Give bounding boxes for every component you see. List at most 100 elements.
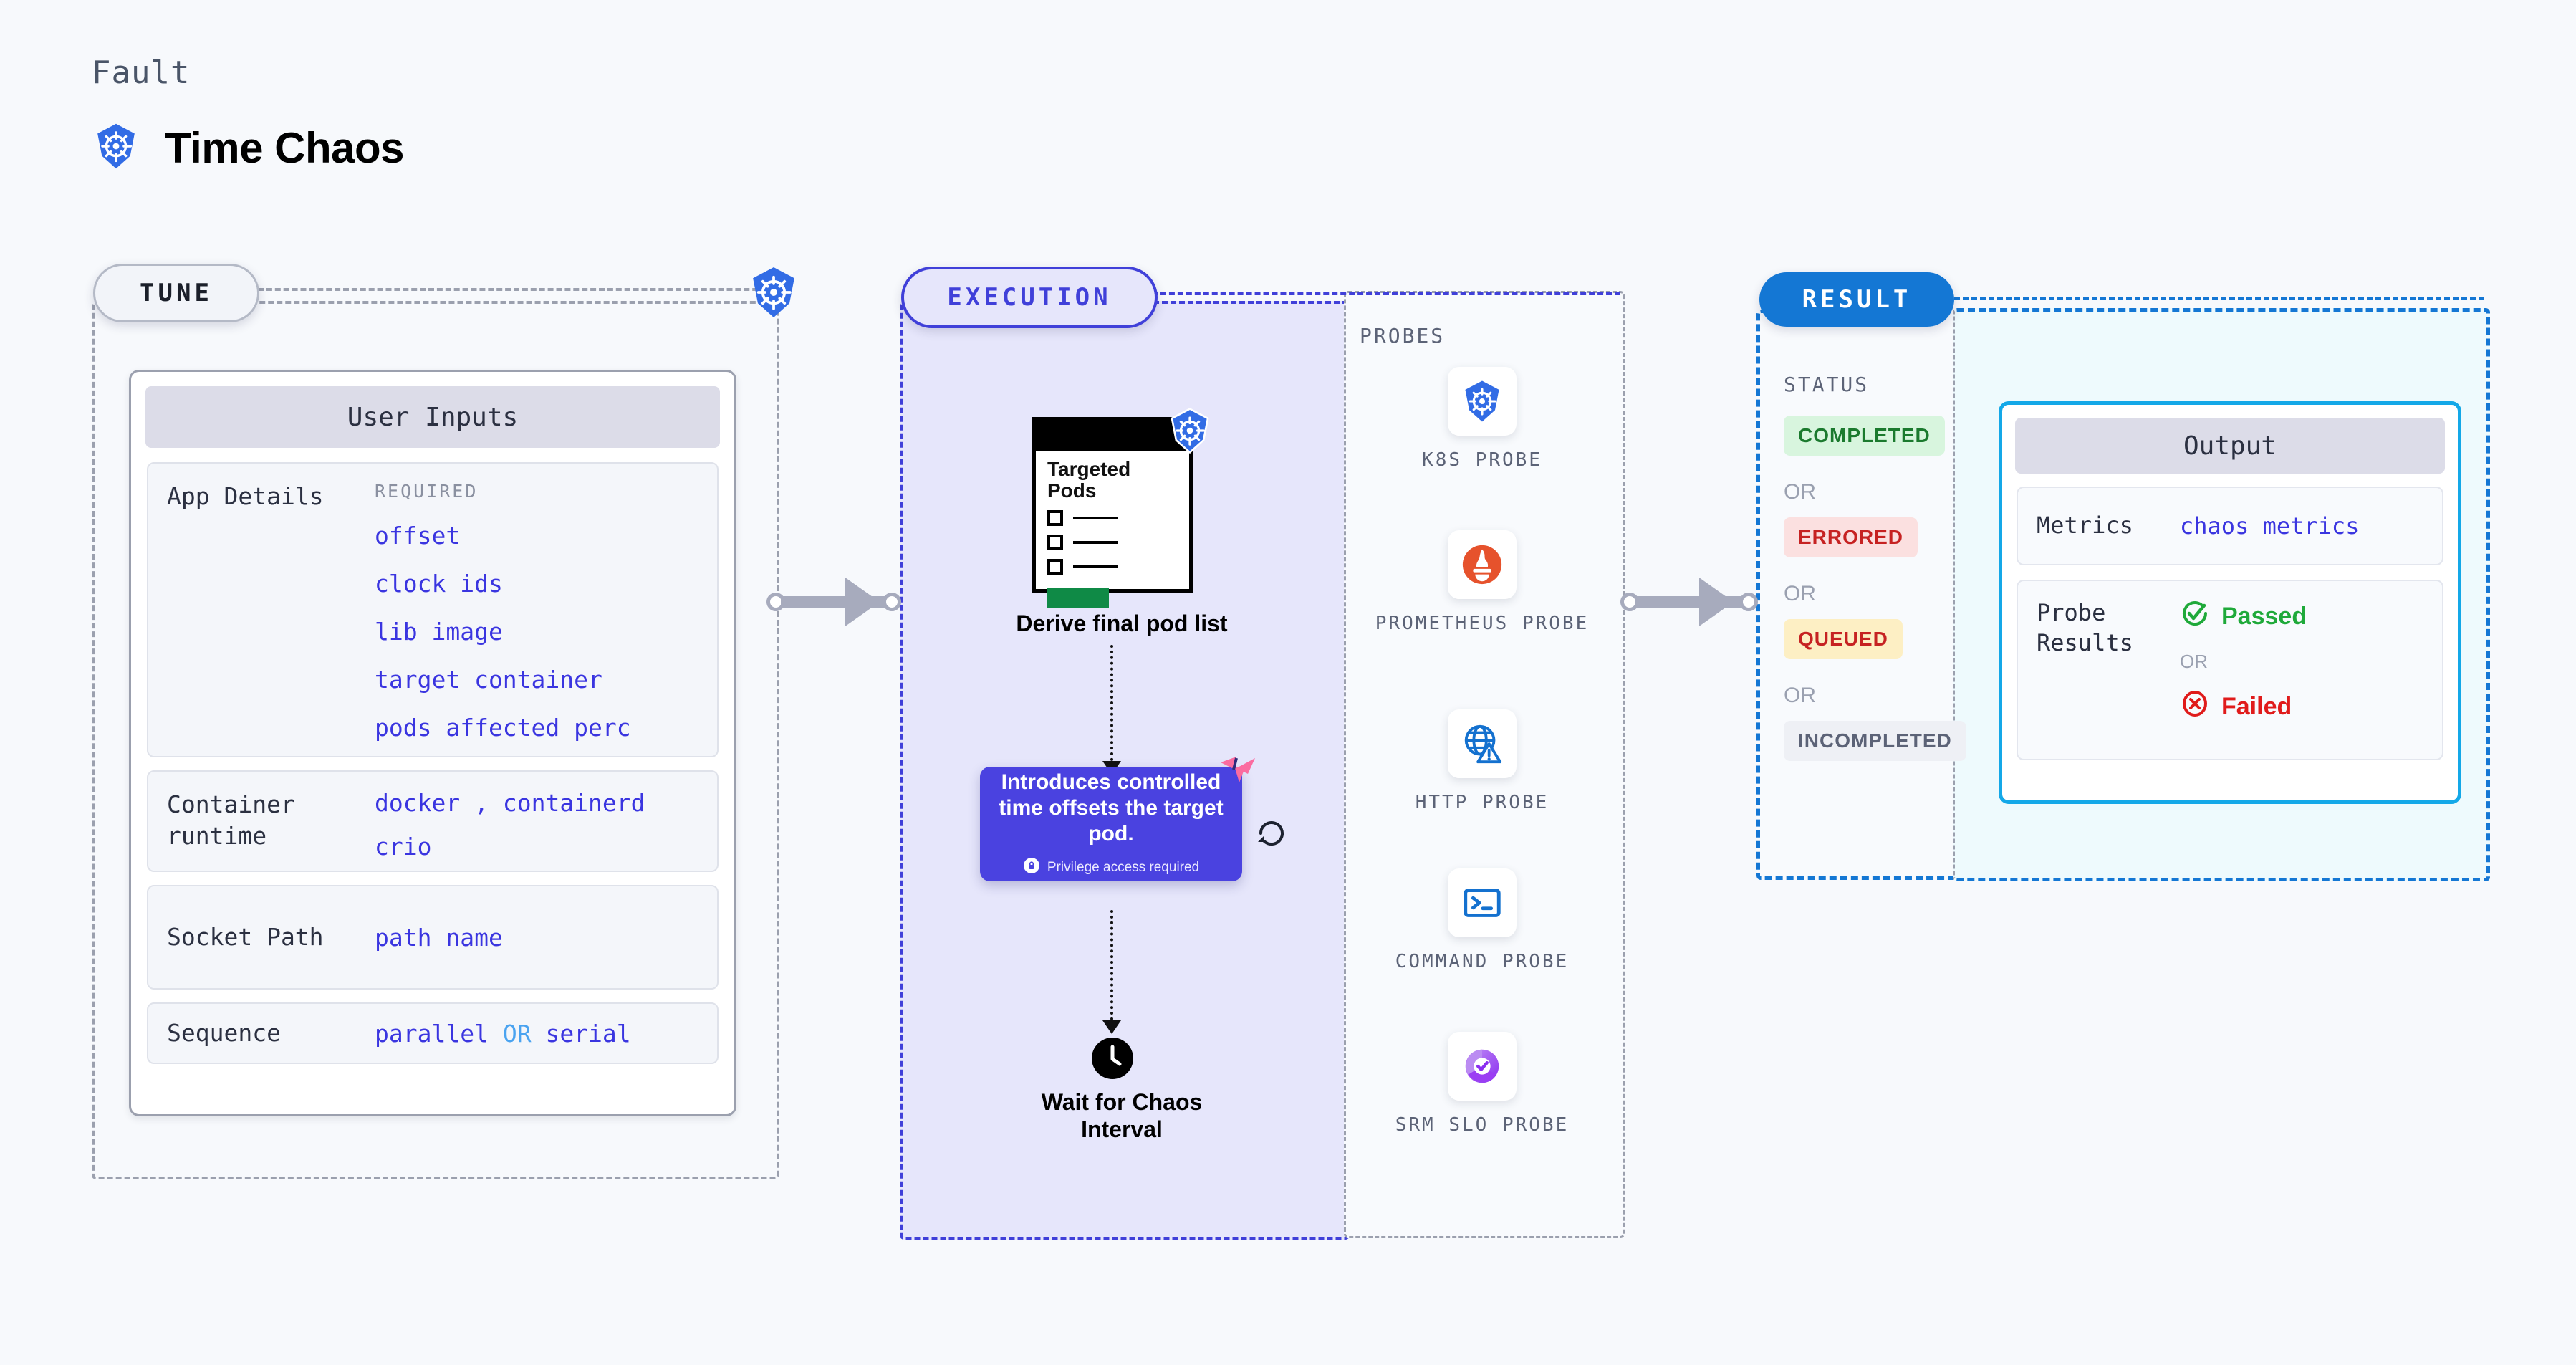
page-eyebrow: Fault xyxy=(92,54,191,91)
terminal-icon xyxy=(1448,868,1517,937)
lock-icon xyxy=(1023,857,1040,878)
or-label: OR xyxy=(2180,651,2208,672)
stage-pill-execution[interactable]: EXECUTION xyxy=(901,267,1158,328)
input-row-container-runtime[interactable]: Container runtime docker , containerd cr… xyxy=(147,770,719,872)
tune-leader-line xyxy=(258,288,775,291)
connector-arrowhead-1 xyxy=(845,578,880,626)
output-row-metrics[interactable]: Metrics chaos metrics xyxy=(2017,487,2443,565)
pods-list-item xyxy=(1047,535,1189,551)
probe-result-passed: Passed xyxy=(2180,598,2307,635)
page-title-row: Time Chaos xyxy=(92,122,405,173)
flow-connector-line xyxy=(1110,645,1113,767)
pods-card-header xyxy=(1036,421,1189,451)
input-row-label: Sequence xyxy=(167,1019,281,1048)
derive-pod-list-label: Derive final pod list xyxy=(1016,610,1228,636)
checkbox-icon xyxy=(1047,535,1063,551)
status-badge-queued: QUEUED xyxy=(1784,619,1903,659)
checkbox-icon xyxy=(1047,510,1063,527)
output-row-probe-results[interactable]: Probe Results Passed OR xyxy=(2017,580,2443,760)
output-card-title: Output xyxy=(2015,418,2445,474)
flow-connector-line xyxy=(1110,910,1113,1026)
input-value: offset xyxy=(375,522,461,550)
or-label: OR xyxy=(1784,684,1816,707)
input-value-line: parallel OR serial xyxy=(375,1019,631,1048)
connector-dot-right-2 xyxy=(1739,593,1758,611)
probe-item-http[interactable]: HTTP PROBE xyxy=(1344,709,1620,815)
probe-result-failed: Failed xyxy=(2180,689,2307,725)
output-row-label: Metrics xyxy=(2037,512,2133,540)
connector-arrowhead-2 xyxy=(1699,578,1734,626)
probe-label: COMMAND PROBE xyxy=(1395,951,1570,972)
probe-item-prometheus[interactable]: PROMETHEUS PROBE xyxy=(1344,530,1620,636)
targeted-pods-card: Targeted Pods xyxy=(1032,417,1193,608)
probe-item-srm-slo[interactable]: SRM SLO PROBE xyxy=(1344,1032,1620,1138)
status-title: STATUS xyxy=(1784,373,1870,396)
probe-result-label: Failed xyxy=(2221,693,2292,720)
pods-list-item xyxy=(1047,510,1189,527)
x-circle-icon xyxy=(2180,689,2210,725)
pods-list-item xyxy=(1047,559,1189,575)
result-leader-line xyxy=(1954,297,2484,300)
output-card: Output Metrics chaos metrics Probe Resul… xyxy=(1999,401,2461,804)
output-row-label: Probe Results xyxy=(2037,599,2133,656)
input-value: crio xyxy=(375,833,432,861)
checkbox-icon xyxy=(1047,559,1063,575)
output-row-value: chaos metrics xyxy=(2180,512,2360,540)
input-value: pods affected perc xyxy=(375,714,631,742)
line-placeholder xyxy=(1073,541,1118,545)
pods-card-title: Targeted Pods xyxy=(1047,458,1131,502)
page-title: Time Chaos xyxy=(165,123,405,172)
status-badge-errored: ERRORED xyxy=(1784,517,1918,557)
input-value-line: docker , containerd xyxy=(375,789,645,817)
check-circle-icon xyxy=(2180,598,2210,635)
clock-icon xyxy=(1092,1038,1133,1079)
probe-label: K8S PROBE xyxy=(1422,449,1542,471)
flow-arrowhead xyxy=(1102,1020,1121,1034)
input-row-sequence[interactable]: Sequence parallel OR serial xyxy=(147,1002,719,1064)
status-badge-completed: COMPLETED xyxy=(1784,416,1945,456)
user-inputs-card: User Inputs App Details REQUIRED offset … xyxy=(129,370,736,1116)
fault-description-text: Introduces controlled time offsets the t… xyxy=(999,770,1224,846)
probes-title: PROBES xyxy=(1360,324,1446,348)
or-label: OR xyxy=(1784,582,1816,605)
probe-result-label: Passed xyxy=(2221,603,2307,630)
kubernetes-icon xyxy=(1166,407,1213,454)
prometheus-icon xyxy=(1448,530,1517,599)
loop-icon xyxy=(1255,817,1288,850)
ribbon-icon xyxy=(1218,754,1258,787)
probe-label: HTTP PROBE xyxy=(1415,792,1549,813)
user-inputs-title: User Inputs xyxy=(145,386,720,448)
probe-item-command[interactable]: COMMAND PROBE xyxy=(1344,868,1620,974)
probe-item-k8s[interactable]: K8S PROBE xyxy=(1344,367,1620,473)
input-value: clock ids xyxy=(375,570,503,598)
input-row-label: Container runtime xyxy=(167,790,295,850)
pods-progress-bar xyxy=(1047,588,1109,608)
stage-pill-result[interactable]: RESULT xyxy=(1759,272,1954,327)
wait-for-chaos-label: Wait for Chaos Interval xyxy=(1041,1089,1203,1142)
required-label: REQUIRED xyxy=(375,481,479,502)
input-value: target container xyxy=(375,666,602,694)
slo-donut-check-icon xyxy=(1448,1032,1517,1101)
execution-leader-line xyxy=(1152,292,1620,295)
input-value: path name xyxy=(375,923,503,952)
connector-dot-right-1 xyxy=(883,593,901,611)
kubernetes-icon xyxy=(1448,367,1517,436)
input-row-label: App Details xyxy=(167,482,324,510)
status-badge-incompleted: INCOMPLETED xyxy=(1784,721,1966,761)
privilege-note: Privilege access required xyxy=(1023,857,1199,878)
line-placeholder xyxy=(1073,517,1118,520)
input-row-socket-path[interactable]: Socket Path path name xyxy=(147,885,719,990)
stage-pill-tune[interactable]: TUNE xyxy=(93,264,259,322)
fault-description-box: Introduces controlled time offsets the t… xyxy=(980,767,1242,881)
input-row-label: Socket Path xyxy=(167,923,324,952)
privilege-note-text: Privilege access required xyxy=(1047,860,1200,875)
probe-label: PROMETHEUS PROBE xyxy=(1375,613,1590,634)
input-row-app-details[interactable]: App Details REQUIRED offset clock ids li… xyxy=(147,462,719,757)
kubernetes-icon xyxy=(746,265,801,320)
tune-panel xyxy=(92,301,779,1179)
probe-label: SRM SLO PROBE xyxy=(1395,1114,1570,1136)
input-value: lib image xyxy=(375,618,503,646)
or-label: OR xyxy=(1784,480,1816,504)
kubernetes-icon xyxy=(92,122,140,173)
globe-warning-icon xyxy=(1448,709,1517,778)
